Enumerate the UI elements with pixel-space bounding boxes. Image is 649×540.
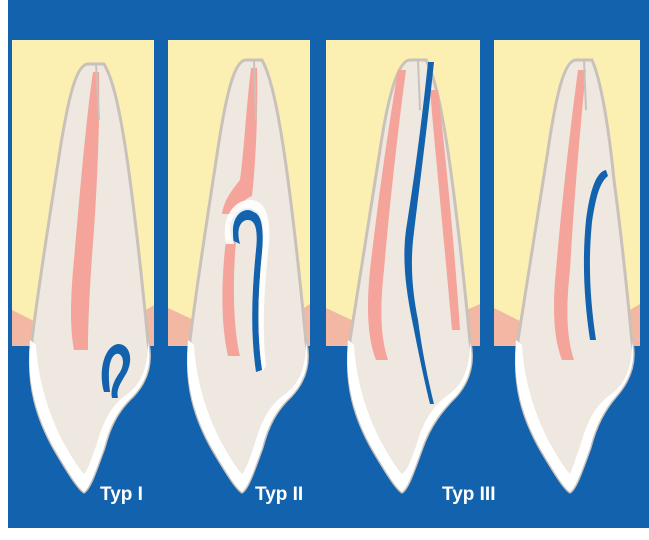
white-bottom-border — [0, 528, 649, 540]
white-left-border — [0, 0, 8, 540]
label-typ-2: Typ II — [255, 484, 303, 505]
label-typ-3: Typ III — [442, 484, 495, 505]
label-typ-1: Typ I — [100, 484, 143, 505]
